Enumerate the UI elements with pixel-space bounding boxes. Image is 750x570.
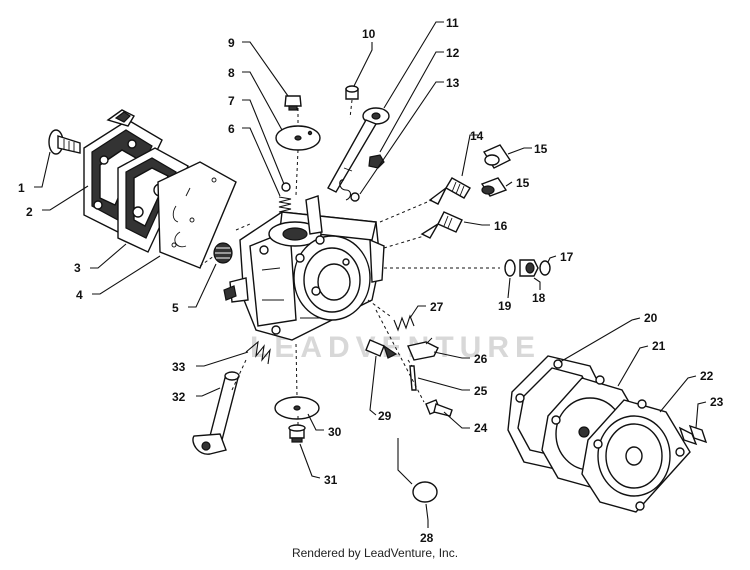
- leader-lines: [34, 21, 707, 528]
- label-part-1: 1: [18, 181, 25, 195]
- part-4-diaphragm: [157, 161, 237, 269]
- label-part-6: 6: [228, 122, 235, 136]
- label-part-25: 25: [474, 384, 488, 398]
- part-13-clip: [339, 179, 360, 202]
- label-part-30: 30: [328, 425, 342, 439]
- label-part-24: 24: [474, 421, 488, 435]
- part-10-plug: [345, 85, 359, 100]
- part-5-screen: [213, 242, 233, 264]
- label-part-15a: 15: [534, 142, 548, 156]
- label-part-2: 2: [26, 205, 33, 219]
- label-part-16: 16: [494, 219, 508, 233]
- part-15-spring-top: [482, 144, 512, 169]
- part-24-screw: [425, 399, 453, 417]
- part-9-screw: [284, 95, 302, 111]
- part-28-plug: [412, 481, 438, 503]
- label-part-23: 23: [710, 395, 724, 409]
- label-part-11: 11: [446, 16, 459, 30]
- label-part-12: 12: [446, 46, 460, 60]
- label-part-21: 21: [652, 339, 666, 353]
- label-part-8: 8: [228, 66, 235, 80]
- part-16-needle: [420, 211, 463, 239]
- label-part-13: 13: [446, 76, 460, 90]
- part-32-shaft: [192, 371, 240, 455]
- label-part-27: 27: [430, 300, 444, 314]
- part-7-ball: [281, 182, 291, 192]
- part-31-screw: [288, 424, 306, 443]
- footer-credit: Rendered by LeadVenture, Inc.: [291, 546, 459, 560]
- label-part-31: 31: [324, 473, 338, 487]
- label-part-19: 19: [498, 299, 512, 313]
- label-part-17: 17: [560, 250, 574, 264]
- label-part-10: 10: [362, 27, 376, 41]
- part-29-needle: [365, 339, 398, 359]
- part-23-screw: [678, 424, 708, 446]
- label-part-29: 29: [378, 409, 392, 423]
- part-18-fitting: [519, 259, 539, 277]
- part-6-spring: [278, 196, 292, 213]
- part-1-screw: [48, 129, 81, 155]
- part-15-spring-bottom: [480, 177, 508, 197]
- part-number-labels: 1 2 3 4 5 6 7 8 9 10 11 12 13 14 15 15 1…: [18, 16, 724, 545]
- part-33-spring: [245, 340, 271, 365]
- label-part-14: 14: [470, 129, 484, 143]
- part-17-nut: [539, 260, 551, 276]
- part-14-needle: [428, 177, 471, 205]
- label-part-9: 9: [228, 36, 235, 50]
- label-part-15b: 15: [516, 176, 530, 190]
- label-part-26: 26: [474, 352, 488, 366]
- part-19-o-ring: [504, 259, 516, 277]
- label-part-18: 18: [532, 291, 546, 305]
- label-part-4: 4: [76, 288, 83, 302]
- label-part-7: 7: [228, 94, 235, 108]
- alignment-lines: [199, 99, 500, 428]
- part-27-spring: [393, 314, 415, 332]
- label-part-3: 3: [74, 261, 81, 275]
- part-11-shaft: [327, 107, 390, 193]
- label-part-33: 33: [172, 360, 186, 374]
- part-25-pin: [409, 365, 417, 391]
- label-part-5: 5: [172, 301, 179, 315]
- part-30-disc: [274, 396, 320, 420]
- label-part-20: 20: [644, 311, 658, 325]
- part-22-cover: [581, 399, 691, 513]
- label-part-22: 22: [700, 369, 714, 383]
- label-part-32: 32: [172, 390, 186, 404]
- part-8-disc: [275, 125, 321, 151]
- part-carburetor-body: [223, 195, 385, 341]
- label-part-28: 28: [420, 531, 434, 545]
